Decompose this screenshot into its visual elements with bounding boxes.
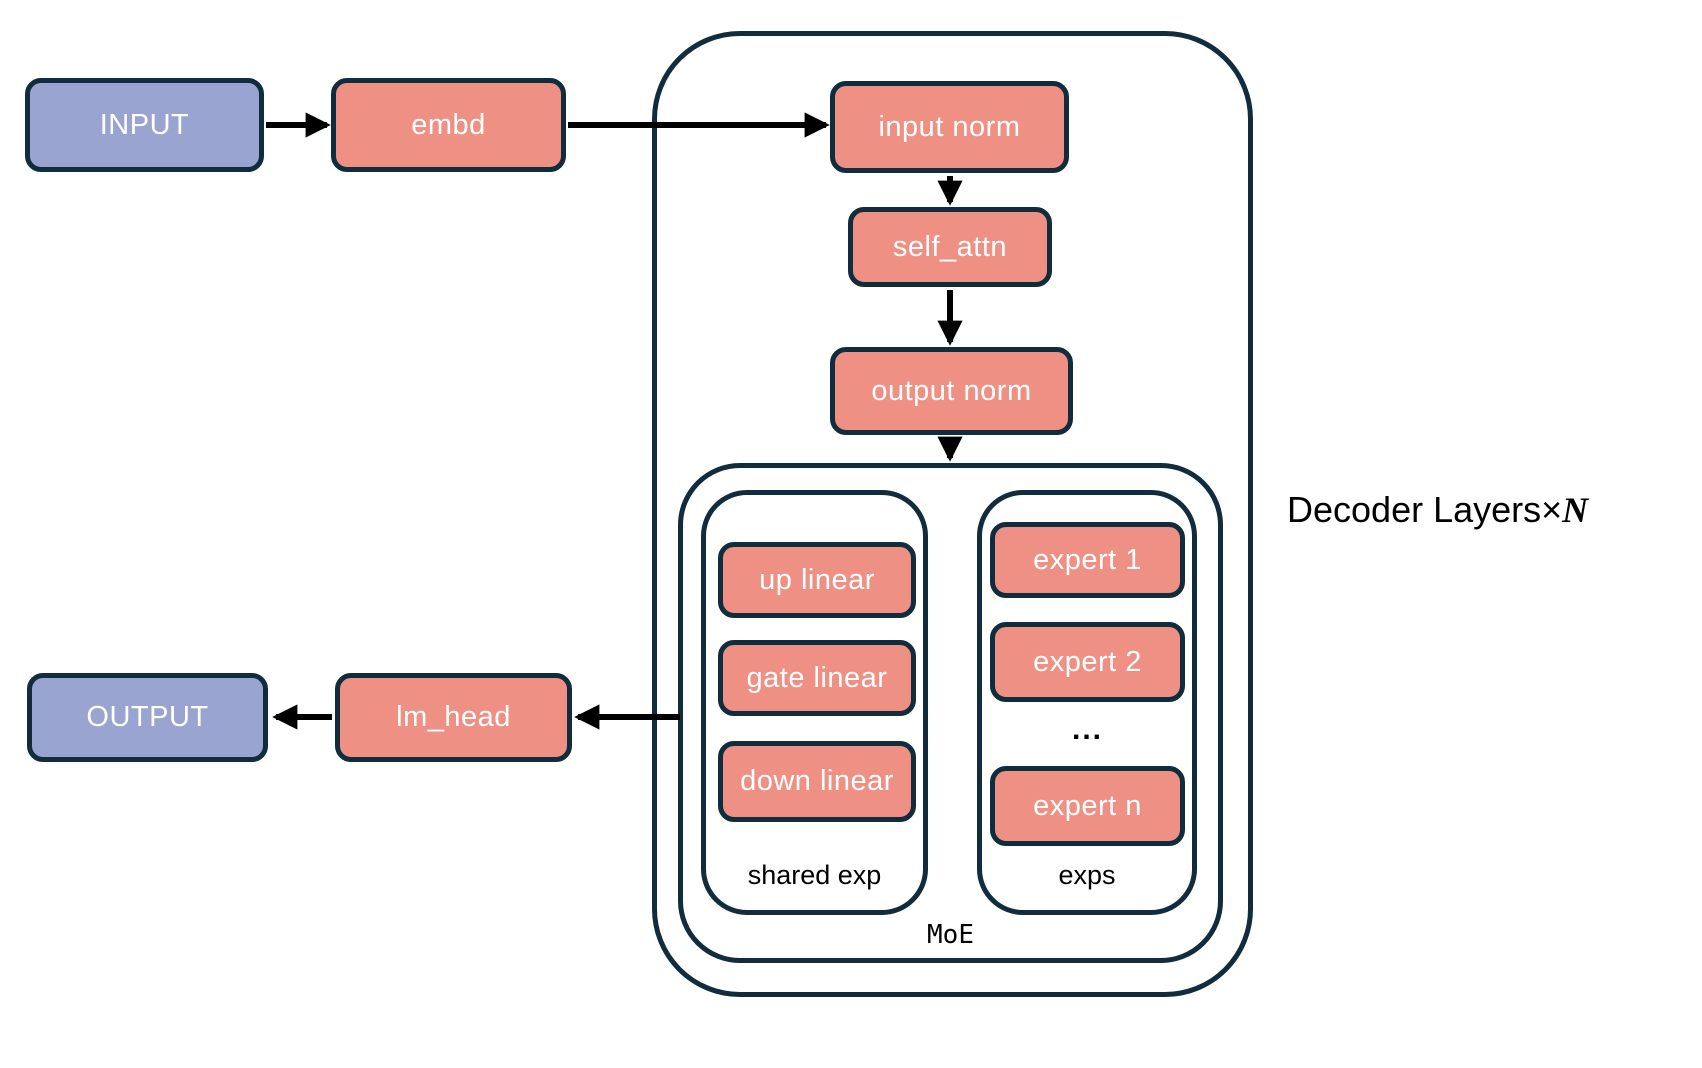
up-linear-node: up linear <box>718 542 916 618</box>
decoder-layers-label: Decoder Layers×N <box>1287 489 1589 530</box>
expert-2-node-label: expert 2 <box>1033 645 1142 678</box>
self-attn-node-label: self_attn <box>892 230 1008 263</box>
gate-linear-node-label: gate linear <box>746 661 888 694</box>
embd-node-label: embd <box>411 108 486 141</box>
input-norm-node-label: input norm <box>878 110 1021 143</box>
expert-2-node: expert 2 <box>990 622 1185 702</box>
exps-label: exps <box>1058 860 1116 890</box>
decoder-times-sign: × <box>1541 489 1563 530</box>
lm-head-node: lm_head <box>335 673 572 762</box>
experts-ellipsis: ... <box>1071 713 1103 746</box>
decoder-layers-container <box>652 31 1253 997</box>
self-attn-node: self_attn <box>848 207 1052 287</box>
expert-n-node: expert n <box>990 766 1185 846</box>
output-node-label: OUTPUT <box>86 701 209 733</box>
output-norm-node-label: output norm <box>871 374 1032 407</box>
down-linear-node: down linear <box>718 741 916 822</box>
shared-exp-label: shared exp <box>747 860 882 890</box>
output-norm-node: output norm <box>830 347 1073 435</box>
experts-container <box>977 490 1197 915</box>
output-node: OUTPUT <box>27 673 268 762</box>
input-node: INPUT <box>25 78 264 172</box>
embd-node: embd <box>331 78 566 172</box>
input-norm-node: input norm <box>830 81 1069 173</box>
down-linear-node-label: down linear <box>740 765 894 797</box>
gate-linear-node: gate linear <box>718 640 916 716</box>
decoder-layers-text: Decoder Layers <box>1287 489 1542 530</box>
shared-exp-container <box>701 490 928 915</box>
expert-n-node-label: expert n <box>1033 789 1142 822</box>
decoder-n-variable: N <box>1562 490 1589 530</box>
input-node-label: INPUT <box>99 108 190 141</box>
moe-container <box>678 463 1223 963</box>
expert-1-node-label: expert 1 <box>1033 543 1142 576</box>
expert-1-node: expert 1 <box>990 522 1185 598</box>
moe-label: MoE <box>927 920 974 950</box>
lm-head-node-label: lm_head <box>396 701 511 733</box>
up-linear-node-label: up linear <box>759 563 875 596</box>
